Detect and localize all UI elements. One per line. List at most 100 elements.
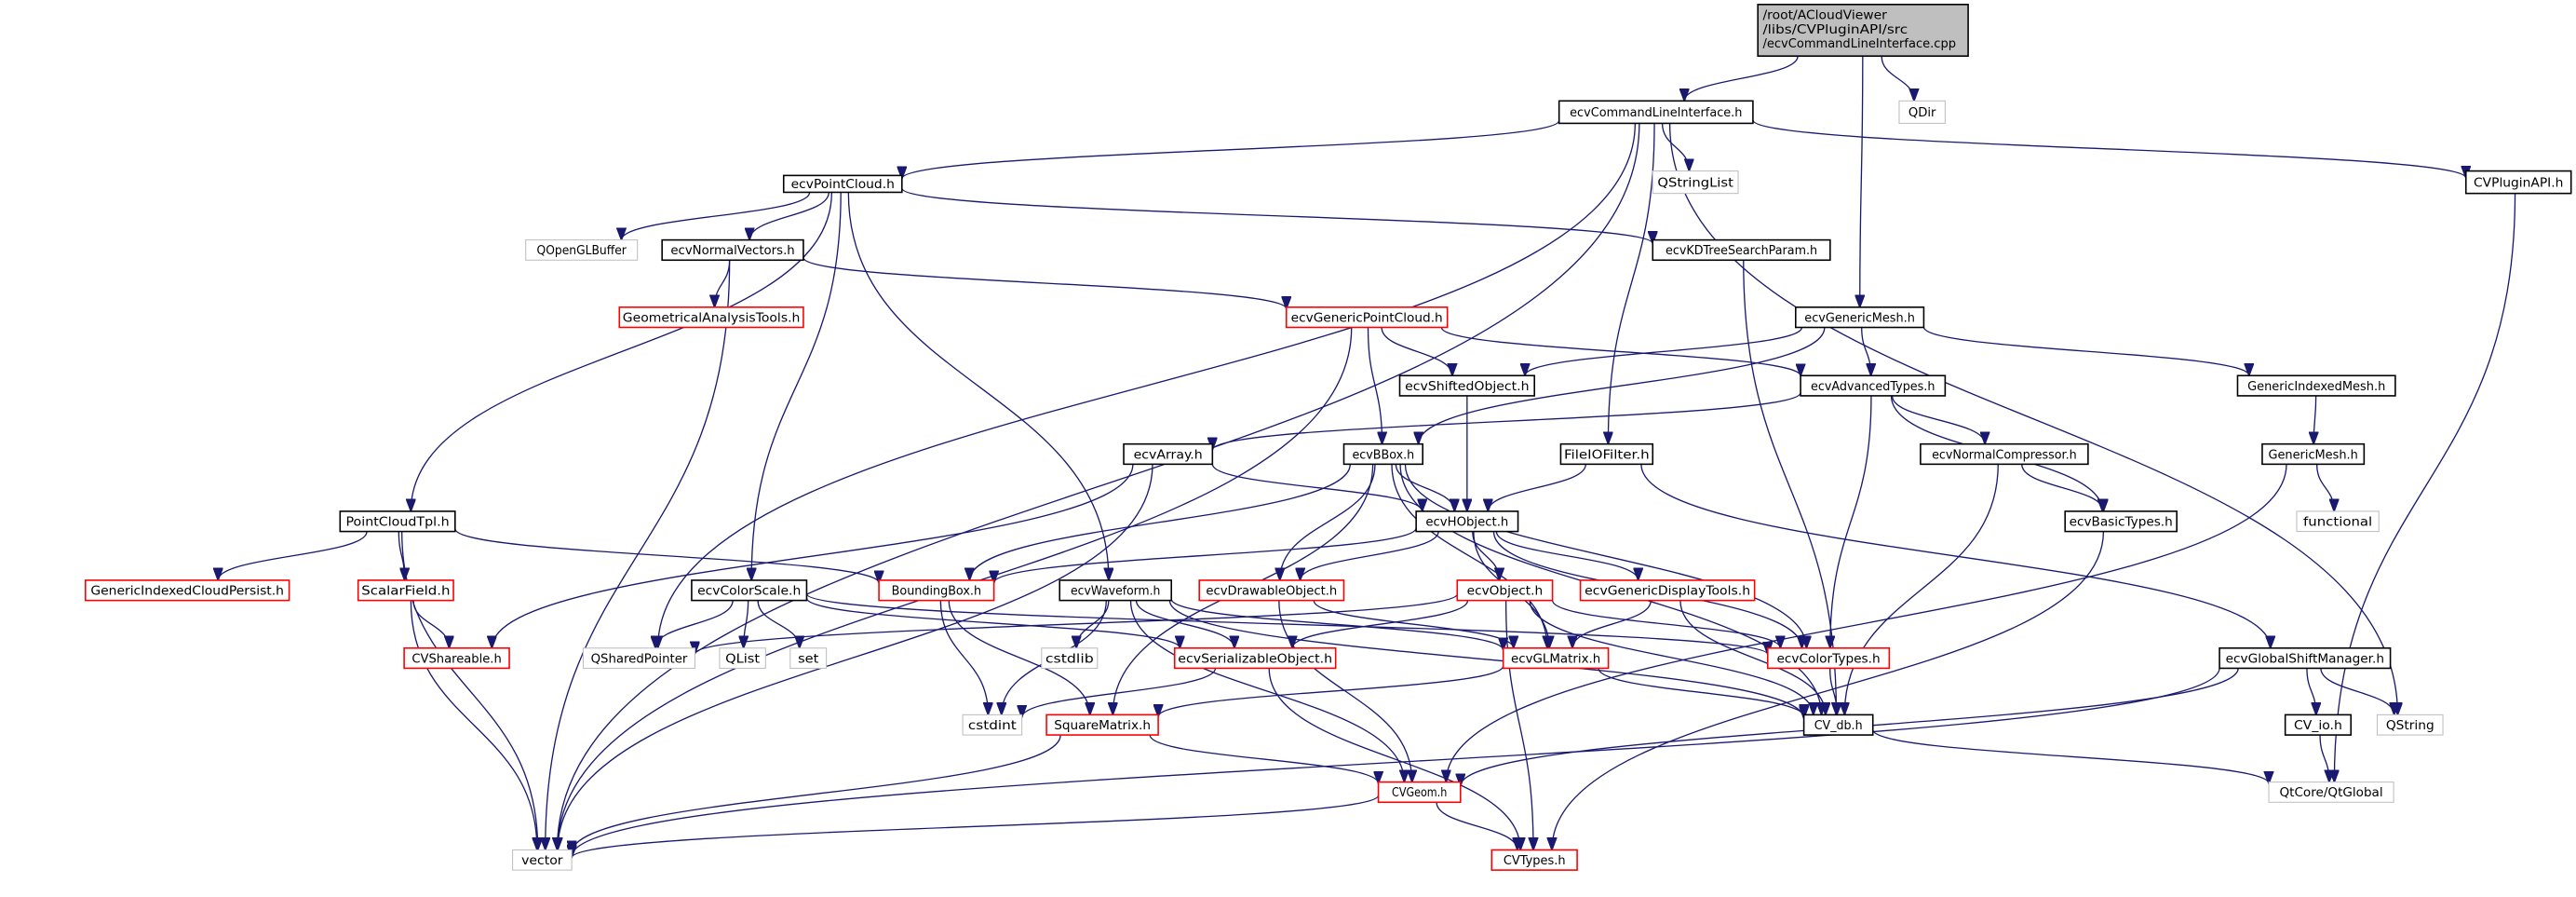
node-box xyxy=(878,579,995,602)
node-normcomp[interactable]: ecvNormalCompressor.h xyxy=(1920,442,2089,466)
node-fileio[interactable]: FileIOFilter.h xyxy=(1559,442,1654,466)
edge-normcomp-to-basictypes xyxy=(2021,464,2104,511)
node-box xyxy=(719,647,766,669)
node-hobject[interactable]: ecvHObject.h xyxy=(1415,510,1519,533)
node-advtypes[interactable]: ecvAdvancedTypes.h xyxy=(1800,374,1947,397)
node-normalvectors[interactable]: ecvNormalVectors.h xyxy=(661,238,804,262)
node-boundingbox[interactable]: BoundingBox.h xyxy=(878,579,995,602)
node-label: ecvColorScale.h xyxy=(697,585,801,599)
node-shareable[interactable]: CVShareable.h xyxy=(403,646,510,670)
node-bbox[interactable]: ecvBBox.h xyxy=(1342,442,1423,466)
node-cvdb[interactable]: CV_db.h xyxy=(1802,714,1874,736)
node-label: ScalarField.h xyxy=(361,585,450,599)
edge-object-to-colortypes xyxy=(1551,600,1781,647)
edge-gendisp-to-glmatrix xyxy=(1572,600,1652,648)
node-label: QList xyxy=(725,652,760,666)
node-cvtypes[interactable]: CVTypes.h xyxy=(1490,849,1578,871)
node-drawable[interactable]: ecvDrawableObject.h xyxy=(1198,579,1345,602)
node-label: ecvWaveform.h xyxy=(1071,585,1160,599)
node-gicp[interactable]: GenericIndexedCloudPersist.h xyxy=(84,579,290,602)
edge-gsm-to-vector xyxy=(572,668,2220,857)
node-genidxmesh[interactable]: GenericIndexedMesh.h xyxy=(2236,374,2396,397)
node-object[interactable]: ecvObject.h xyxy=(1456,579,1554,602)
edge-colorscale-to-qsharedptr xyxy=(655,600,734,648)
node-label: ecvBasicTypes.h xyxy=(2070,516,2173,530)
node-scalarfield[interactable]: ScalarField.h xyxy=(357,579,454,602)
edge-pointcloud-to-qopenglbuffer xyxy=(621,192,811,239)
node-box xyxy=(2268,781,2394,803)
node-genmesh[interactable]: ecvGenericMesh.h xyxy=(1794,306,1925,329)
edge-gendisp-to-cvdb xyxy=(1679,600,1826,715)
node-box xyxy=(1800,374,1947,397)
node-box xyxy=(2236,374,2396,397)
node-functional: functional xyxy=(2296,510,2380,533)
edge-cvgeom-to-cvtypes xyxy=(1436,802,1517,849)
edge-normcomp-to-cvdb xyxy=(1844,464,1999,714)
node-label: BoundingBox.h xyxy=(892,585,981,599)
edge-scalarfield-to-vector xyxy=(410,600,537,850)
edge-gsm-to-cvio xyxy=(2306,668,2316,714)
edge-advtypes-to-colortypes xyxy=(1830,395,1872,648)
edge-colorscale-to-colortypes xyxy=(805,593,1767,655)
node-basictypes[interactable]: ecvBasicTypes.h xyxy=(2064,510,2178,533)
edge-hobject-to-drawable xyxy=(1301,531,1439,580)
node-label: CV_io.h xyxy=(2294,719,2342,733)
node-kdtree[interactable]: ecvKDTreeSearchParam.h xyxy=(1652,238,1831,262)
node-label: ecvSerializableObject.h xyxy=(1178,652,1332,666)
node-label: QDir xyxy=(1908,106,1936,120)
edge-basictypes-to-cvtypes xyxy=(1552,531,2105,850)
node-pluginapi[interactable]: CVPluginAPI.h xyxy=(2464,170,2572,195)
node-qstringlist: QStringList xyxy=(1652,170,1739,195)
node-label: ecvNormalVectors.h xyxy=(670,244,794,258)
node-box xyxy=(1285,306,1449,329)
edge-scalarfield-to-shareable xyxy=(412,600,449,648)
node-label: ecvArray.h xyxy=(1134,448,1203,462)
node-label: PointCloudTpl.h xyxy=(345,516,449,530)
node-array[interactable]: ecvArray.h xyxy=(1123,442,1214,466)
node-label: QtCore/QtGlobal xyxy=(2279,786,2382,800)
node-pctpl[interactable]: PointCloudTpl.h xyxy=(339,510,456,533)
node-glmatrix[interactable]: ecvGLMatrix.h xyxy=(1502,646,1610,670)
node-box xyxy=(1502,646,1610,670)
node-label: /root/ACloudViewer xyxy=(1762,9,1887,23)
node-cli_h[interactable]: ecvCommandLineInterface.h xyxy=(1558,100,1754,125)
node-box xyxy=(1342,442,1423,466)
node-cvgeom[interactable]: CVGeom.h xyxy=(1377,781,1462,804)
node-label: ecvAdvancedTypes.h xyxy=(1811,380,1935,394)
edge-root-to-qdir xyxy=(1881,56,1914,101)
node-shifted[interactable]: ecvShiftedObject.h xyxy=(1398,374,1535,397)
node-box xyxy=(1123,442,1214,466)
edge-genpc-to-advtypes xyxy=(1440,327,1801,375)
node-gendisp[interactable]: ecvGenericDisplayTools.h xyxy=(1579,579,1756,602)
edge-object-to-serial xyxy=(1292,600,1469,648)
node-label: set xyxy=(798,652,818,666)
edge-cli_h-to-pointcloud xyxy=(902,119,1560,179)
node-colorscale[interactable]: ecvColorScale.h xyxy=(691,579,808,602)
node-label: vector xyxy=(521,854,563,868)
node-label: GenericMesh.h xyxy=(2268,448,2357,462)
node-geomtools[interactable]: GeometricalAnalysisTools.h xyxy=(618,306,804,329)
node-box xyxy=(339,510,456,533)
node-label: ecvShiftedObject.h xyxy=(1405,380,1529,394)
node-label: /ecvCommandLineInterface.cpp xyxy=(1762,37,1956,51)
node-pointcloud[interactable]: ecvPointCloud.h xyxy=(782,174,903,194)
node-label: GeometricalAnalysisTools.h xyxy=(623,311,801,325)
node-squarematrix[interactable]: SquareMatrix.h xyxy=(1045,714,1159,736)
edge-pluginapi-to-qtglobal xyxy=(2334,193,2516,782)
node-waveform[interactable]: ecvWaveform.h xyxy=(1059,579,1173,602)
node-root[interactable]: /root/ACloudViewer/libs/CVPluginAPI/src/… xyxy=(1757,4,1969,57)
node-box xyxy=(403,646,510,670)
node-serial[interactable]: ecvSerializableObject.h xyxy=(1173,646,1337,670)
edge-boundingbox-to-squarematrix xyxy=(948,600,1089,715)
node-gsm[interactable]: ecvGlobalShiftManager.h xyxy=(2219,646,2392,670)
node-gmesh[interactable]: GenericMesh.h xyxy=(2261,442,2366,466)
edge-glmatrix-to-cvdb xyxy=(1598,668,1804,716)
node-box xyxy=(789,647,828,669)
node-genpc[interactable]: ecvGenericPointCloud.h xyxy=(1285,306,1449,329)
node-cvio[interactable]: CV_io.h xyxy=(2284,714,2353,736)
node-colortypes[interactable]: ecvColorTypes.h xyxy=(1766,646,1891,670)
edge-normalvectors-to-genpc xyxy=(802,256,1287,308)
edge-cli_h-to-qstringlist xyxy=(1661,123,1690,170)
node-box xyxy=(1794,306,1925,329)
node-label: functional xyxy=(2303,516,2372,530)
